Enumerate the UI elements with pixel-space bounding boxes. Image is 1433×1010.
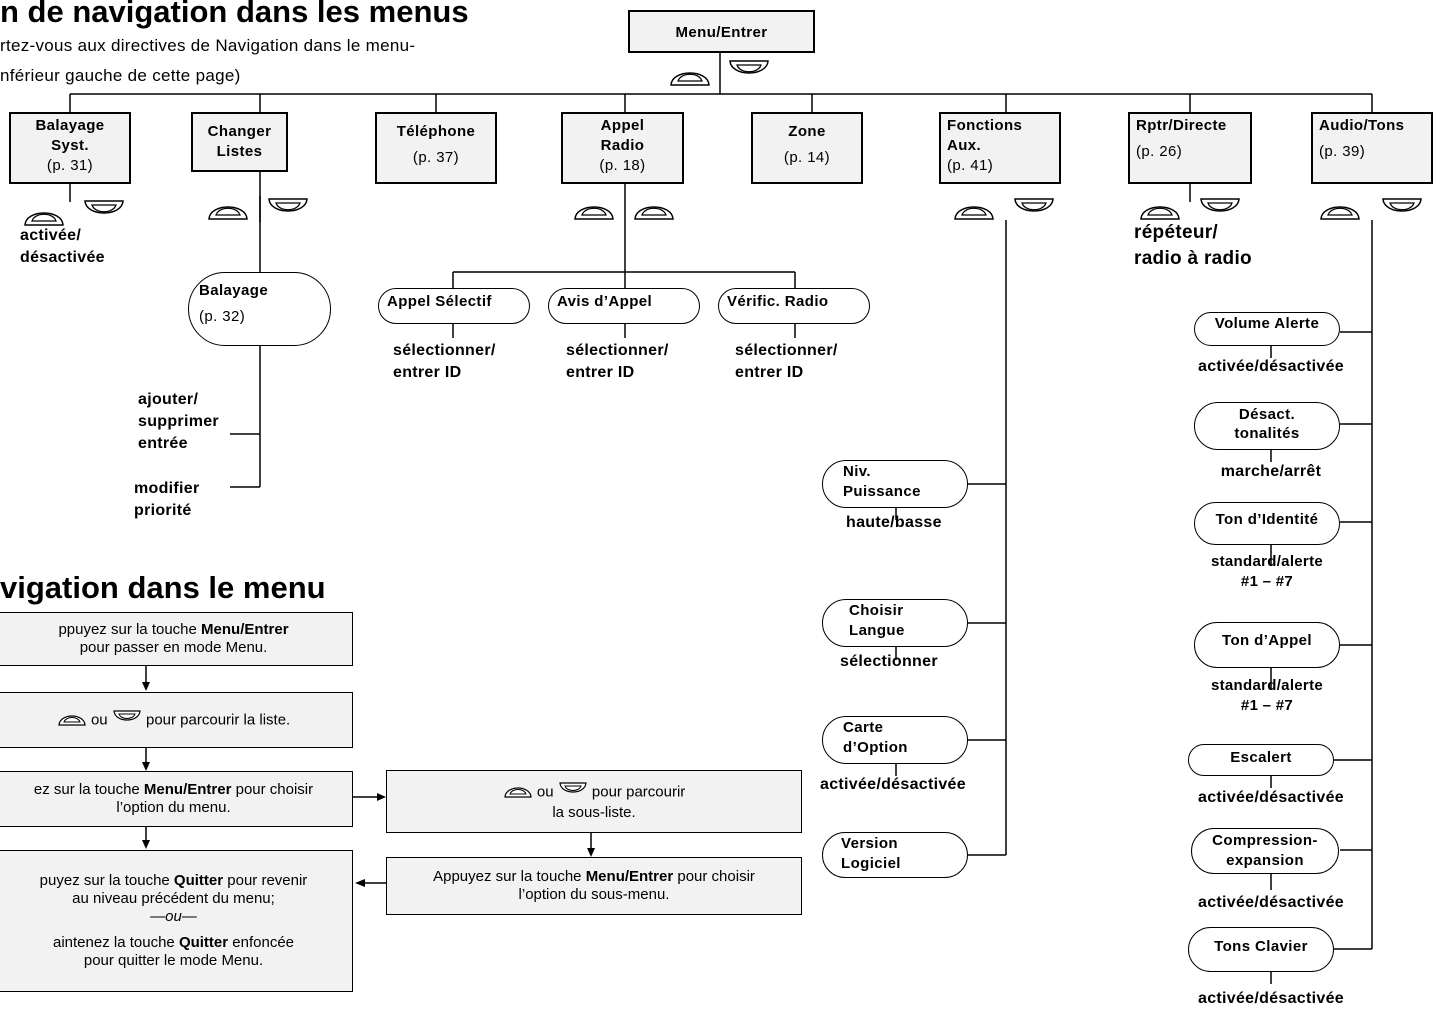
down-arrow-key-icon[interactable] xyxy=(727,58,771,89)
menu-page-ref: (p. 37) xyxy=(412,149,460,166)
menu-page-ref: (p. 39) xyxy=(1319,143,1366,160)
menu-enter-label: Menu/Entrer xyxy=(675,24,768,41)
nav-step-choose-option: ez sur la touche Menu/Entrer pour choisi… xyxy=(0,771,353,827)
menu-page-ref: (p. 26) xyxy=(1136,143,1183,160)
menu-title-line1: Zone xyxy=(788,123,826,140)
submenu-verific-radio[interactable]: Vérific. Radio xyxy=(718,288,870,324)
down-arrow-key-icon xyxy=(558,781,588,804)
volume-alerte-option: activée/désactivée xyxy=(1198,358,1344,375)
desact-tonalites-option: marche/arrêt xyxy=(1220,463,1322,480)
menu-title-line1: Fonctions xyxy=(947,117,1023,134)
submenu-niv-puissance[interactable]: Niv.Puissance xyxy=(822,460,968,508)
submenu-page-ref: (p. 32) xyxy=(199,308,246,325)
menu-title-line2: Listes xyxy=(216,143,263,160)
avis-appel-option: sélectionner/entrer ID xyxy=(566,342,669,381)
down-arrow-key-icon xyxy=(82,198,126,229)
niv-puissance-option: haute/basse xyxy=(846,514,942,531)
menu-title-line2: Radio xyxy=(600,137,645,154)
up-arrow-key-icon xyxy=(1318,196,1362,227)
submenu-compression-expansion[interactable]: Compression-expansion xyxy=(1191,828,1339,874)
rptr-directe-option: répéteur/ radio à radio xyxy=(1134,222,1252,269)
menu-title-line1: Appel xyxy=(600,117,645,134)
menu-telephone[interactable]: Téléphone (p. 37) xyxy=(375,112,497,184)
choisir-langue-option: sélectionner xyxy=(840,653,938,670)
down-arrow-key-icon xyxy=(1380,196,1424,227)
carte-option-option: activée/désactivée xyxy=(820,776,966,793)
nav-step-menu-enter: ppuyez sur la touche Menu/Entrer pour pa… xyxy=(0,612,353,666)
menu-fonctions-aux[interactable]: Fonctions Aux. (p. 41) xyxy=(939,112,1061,184)
up-arrow-key-icon xyxy=(572,196,616,227)
menu-audio-tons[interactable]: Audio/Tons (p. 39) xyxy=(1311,112,1433,184)
submenu-ton-identite[interactable]: Ton d’Identité xyxy=(1194,502,1340,545)
menu-page-ref: (p. 31) xyxy=(46,157,94,174)
menu-title-line1: Changer xyxy=(207,123,272,140)
menu-page-ref: (p. 14) xyxy=(783,149,831,166)
submenu-ton-appel[interactable]: Ton d’Appel xyxy=(1194,622,1340,668)
down-arrow-key-icon xyxy=(266,196,310,227)
up-arrow-key-icon xyxy=(952,196,996,227)
page-subtitle-line2: nférieur gauche de cette page) xyxy=(0,66,241,85)
appel-selectif-option: sélectionner/entrer ID xyxy=(393,342,496,381)
changer-listes-option-priority: modifier priorité xyxy=(134,480,200,519)
menu-title-line1: Audio/Tons xyxy=(1319,117,1405,134)
balayage-syst-option: activée/ désactivée xyxy=(20,227,105,266)
submenu-appel-selectif[interactable]: Appel Sélectif xyxy=(378,288,530,324)
nav-sub-scroll: ou pour parcourir la sous-liste. xyxy=(386,770,802,833)
menu-appel-radio[interactable]: Appel Radio (p. 18) xyxy=(561,112,684,184)
menu-title-line2: Aux. xyxy=(947,137,982,154)
submenu-desact-tonalites[interactable]: Désact.tonalités xyxy=(1194,402,1340,450)
menu-changer-listes[interactable]: Changer Listes xyxy=(191,112,288,172)
down-arrow-key-icon xyxy=(1012,196,1056,227)
tons-clavier-option: activée/désactivée xyxy=(1198,990,1344,1007)
down-arrow-key-icon xyxy=(112,709,142,732)
menu-balayage-syst[interactable]: Balayage Syst. (p. 31) xyxy=(9,112,131,184)
menu-enter-box[interactable]: Menu/Entrer xyxy=(628,10,815,53)
menu-title-line1: Rptr/Directe xyxy=(1136,117,1227,134)
submenu-escalert[interactable]: Escalert xyxy=(1188,744,1334,776)
submenu-avis-appel[interactable]: Avis d’Appel xyxy=(548,288,700,324)
up-arrow-key-icon xyxy=(206,196,250,227)
nav-sub-choose-option: Appuyez sur la touche Menu/Entrer pour c… xyxy=(386,857,802,915)
changer-listes-option-add-remove: ajouter/ supprimer entrée xyxy=(138,391,219,452)
nav-step-scroll: ou pour parcourir la liste. xyxy=(0,692,353,748)
menu-zone[interactable]: Zone (p. 14) xyxy=(751,112,863,184)
menu-title-line1: Balayage xyxy=(35,117,105,134)
page-title: n de navigation dans les menus xyxy=(0,0,469,29)
page-subtitle-line1: rtez-vous aux directives de Navigation d… xyxy=(0,36,416,55)
up-arrow-key-icon xyxy=(22,202,66,233)
submenu-volume-alerte[interactable]: Volume Alerte xyxy=(1194,312,1340,346)
navigation-title: vigation dans le menu xyxy=(0,570,326,605)
ton-identite-option: standard/alerte#1 – #7 xyxy=(1210,553,1324,590)
up-arrow-key-icon[interactable] xyxy=(668,62,712,93)
submenu-label: Balayage xyxy=(199,282,269,299)
nav-step-quit: puyez sur la touche Quitter pour revenir… xyxy=(0,850,353,992)
menu-page-ref: (p. 41) xyxy=(947,157,994,174)
up-arrow-key-icon xyxy=(57,709,87,732)
menu-title-line2: Syst. xyxy=(51,137,89,154)
escalert-option: activée/désactivée xyxy=(1198,789,1344,806)
verific-radio-option: sélectionner/entrer ID xyxy=(735,342,838,381)
up-arrow-key-icon xyxy=(503,781,533,804)
down-arrow-key-icon xyxy=(1198,196,1242,227)
compression-expansion-option: activée/désactivée xyxy=(1198,894,1344,911)
submenu-balayage[interactable]: Balayage (p. 32) xyxy=(188,272,331,346)
menu-title-line1: Téléphone xyxy=(396,123,476,140)
menu-page-ref: (p. 18) xyxy=(599,157,646,174)
up-arrow-key-icon xyxy=(1138,196,1182,227)
menu-rptr-directe[interactable]: Rptr/Directe (p. 26) xyxy=(1128,112,1252,184)
ton-appel-option: standard/alerte#1 – #7 xyxy=(1210,677,1324,714)
up-arrow-key-icon xyxy=(632,196,676,227)
submenu-tons-clavier[interactable]: Tons Clavier xyxy=(1188,927,1334,972)
